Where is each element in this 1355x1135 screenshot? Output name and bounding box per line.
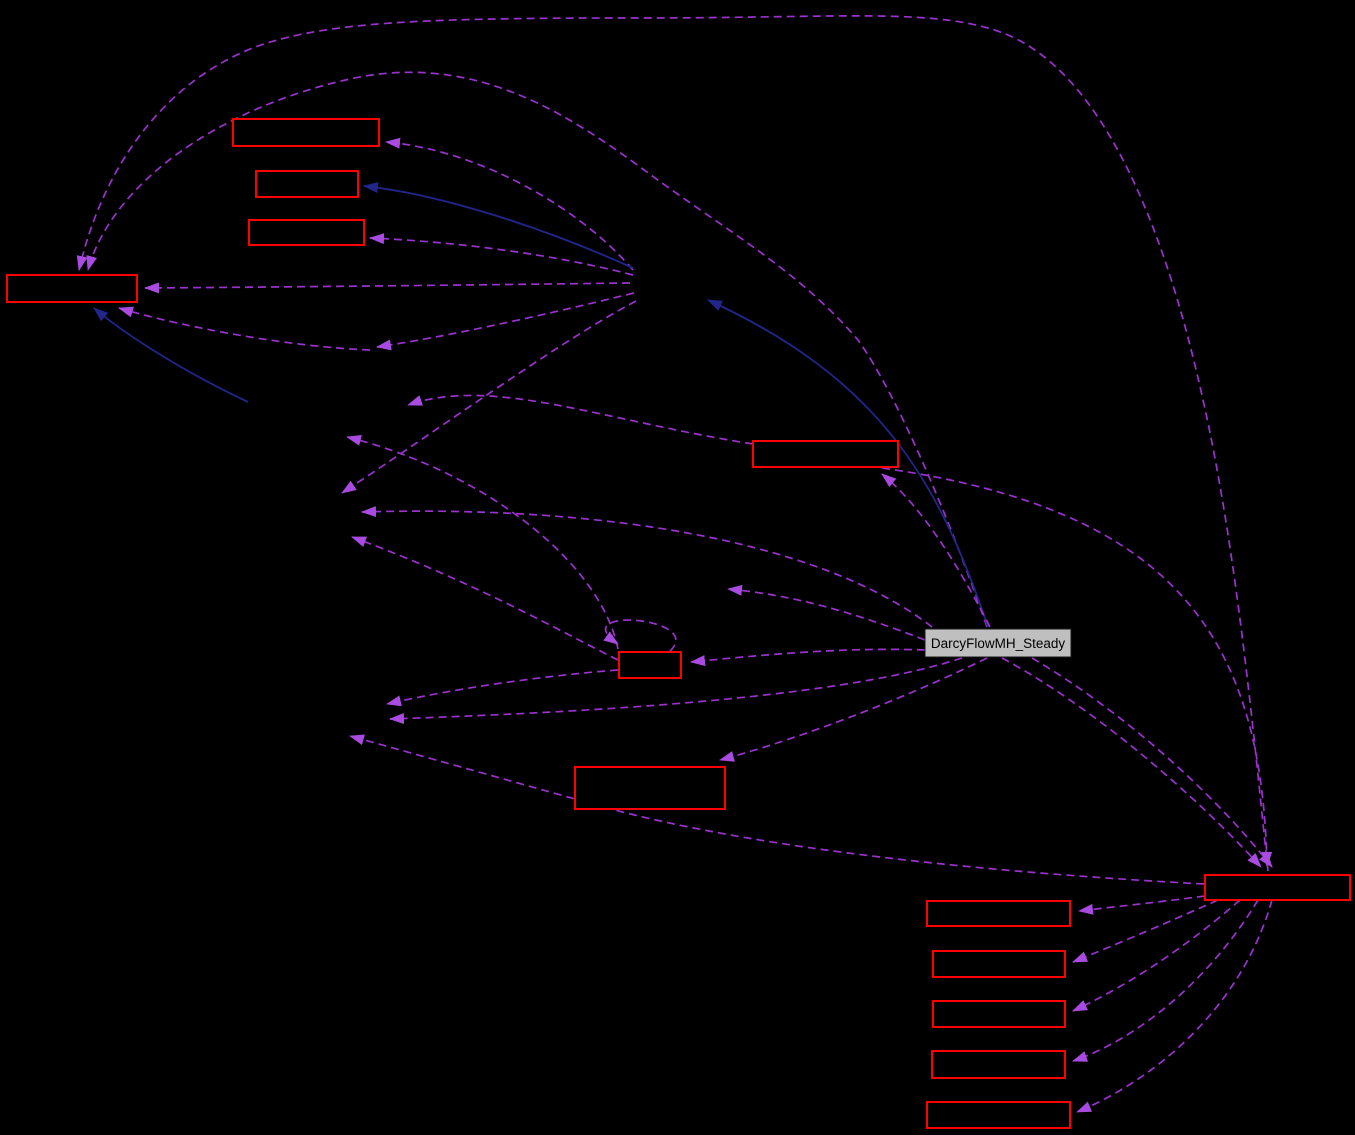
edge-hub-mid-to-box-top-2 xyxy=(363,182,634,269)
edge-main-to-box-small-mid xyxy=(690,648,926,667)
edge-box-mid-right-to-box-right xyxy=(881,467,1273,867)
edge-hub-mid-to-box-top-1 xyxy=(385,137,634,271)
edge-hub-mid-to-hidden-d xyxy=(341,300,637,494)
class-node-box-top-1[interactable] xyxy=(232,118,380,147)
edge-box-right-to-box-left xyxy=(76,15,1269,872)
edge-main-to-box-right xyxy=(1031,657,1273,868)
class-node-box-top-2[interactable] xyxy=(255,170,359,198)
class-node-box-tall-mid[interactable] xyxy=(574,766,726,810)
edge-box-right-to-box-bottom-4 xyxy=(1072,899,1259,1062)
class-node-box-bottom-1[interactable] xyxy=(926,900,1071,927)
class-node-box-bottom-4[interactable] xyxy=(931,1050,1066,1079)
class-node-box-left[interactable] xyxy=(6,274,138,303)
main-class-node-label: DarcyFlowMH_Steady xyxy=(931,636,1066,651)
edge-main-to-hidden-e xyxy=(361,506,933,628)
class-node-box-right[interactable] xyxy=(1204,874,1351,901)
edge-main-to-box-tall-mid xyxy=(719,657,988,762)
edge-box-small-mid-to-hidden-j xyxy=(351,536,619,661)
edge-box-mid-right-to-hidden-b xyxy=(407,394,754,445)
class-node-box-bottom-2[interactable] xyxy=(932,950,1066,978)
edge-main-to-hidden-h xyxy=(389,657,963,725)
edge-main-to-box-right xyxy=(1001,657,1262,868)
main-class-node[interactable]: DarcyFlowMH_Steady xyxy=(924,628,1072,658)
class-node-box-top-3[interactable] xyxy=(248,219,365,246)
edge-hidden-src-to-box-left xyxy=(93,307,249,403)
main-class-node-box[interactable] xyxy=(924,628,1072,658)
class-node-box-bottom-5[interactable] xyxy=(926,1101,1071,1129)
edge-box-small-mid-to-hidden-g xyxy=(386,669,619,707)
edge-box-right-to-box-bottom-1 xyxy=(1078,895,1206,915)
edge-box-right-to-box-bottom-5 xyxy=(1076,899,1273,1113)
edge-box-right-to-hidden-i xyxy=(349,734,1205,885)
class-node-box-bottom-3[interactable] xyxy=(932,1000,1066,1028)
edge-box-right-to-box-bottom-3 xyxy=(1072,899,1241,1012)
edge-main-to-hub-mid xyxy=(707,299,989,628)
edge-box-small-mid-to-hidden-c xyxy=(346,435,619,650)
edge-main-to-box-left xyxy=(86,71,988,628)
edge-main-to-hidden-f xyxy=(727,584,926,641)
edge-hub-mid-to-box-top-3 xyxy=(369,233,634,276)
edge-hidden-a-to-box-left xyxy=(118,306,371,351)
edge-hub-mid-to-hidden-a xyxy=(376,292,635,351)
edge-main-to-box-mid-right xyxy=(881,473,991,628)
edge-hub-mid-to-box-left xyxy=(144,282,631,294)
edge-box-small-mid-to-box-small-mid xyxy=(603,619,677,652)
class-node-box-small-mid[interactable] xyxy=(618,651,682,679)
class-node-box-mid-right[interactable] xyxy=(752,440,899,468)
